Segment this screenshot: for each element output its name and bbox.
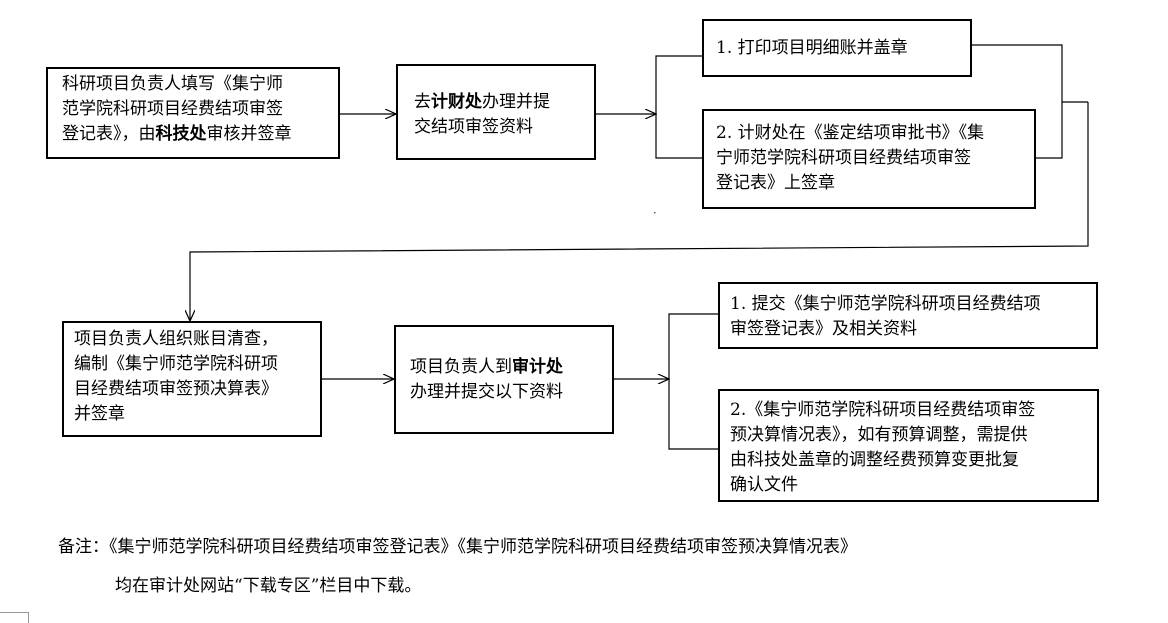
connector-down-to-step3	[190, 102, 1089, 321]
step2-dept-finance: 计财处	[431, 92, 482, 112]
step3-line1: 项目负责人组织账目清查，	[74, 329, 278, 349]
step3-line4: 并签章	[74, 404, 125, 424]
step2-line2: 交结项审签资料	[414, 117, 533, 137]
page-corner-mark	[0, 612, 28, 613]
step2-output-1-text: 1. 打印项目明细账并盖章	[716, 38, 908, 58]
step1-line1: 科研项目负责人填写《集宁师	[62, 74, 283, 94]
step4-output-1-line1: 1. 提交《集宁师范学院科研项目经费结项	[730, 294, 1041, 314]
bracket-step2-outputs	[655, 55, 702, 159]
step4-output-2-line1: 2.《集宁师范学院科研项目经费结项审签	[730, 400, 1036, 420]
bracket-step4-outputs	[668, 313, 718, 450]
step4-output-1-line2: 审签登记表》及相关资料	[730, 319, 917, 339]
step4-output-1-box: 1. 提交《集宁师范学院科研项目经费结项 审签登记表》及相关资料	[718, 282, 1098, 349]
step2-output-2-box: 2. 计财处在《鉴定结项审批书》《集 宁师范学院科研项目经费结项审签 登记表》上…	[702, 109, 1036, 209]
step2-output-1-box: 1. 打印项目明细账并盖章	[702, 19, 972, 77]
step1-box: 科研项目负责人填写《集宁师 范学院科研项目经费结项审签 登记表》，由科技处审核并…	[46, 67, 340, 159]
step4-box: 项目负责人到审计处 办理并提交以下资料	[394, 325, 614, 434]
step3-box: 项目负责人组织账目清查， 编制《集宁师范学院科研项 目经费结项审签预决算表》 并…	[62, 321, 322, 437]
step4-output-2-line4: 确认文件	[730, 475, 798, 495]
step4-output-2-line3: 由科技处盖章的调整经费预算变更批复	[730, 450, 1019, 470]
step2-output-2-line2: 宁师范学院科研项目经费结项审签	[716, 148, 971, 168]
note-line1: 备注：《集宁师范学院科研项目经费结项审签登记表》《集宁师范学院科研项目经费结项审…	[58, 537, 857, 557]
step4-line1: 项目负责人到审计处	[410, 357, 563, 377]
page-corner-mark-v	[28, 612, 29, 623]
note-line2: 均在审计处网站“下载专区”栏目中下载。	[115, 576, 422, 596]
stray-dot	[654, 212, 656, 214]
step3-line3: 目经费结项审签预决算表》	[74, 379, 278, 399]
step2-output-2-line1: 2. 计财处在《鉴定结项审批书》《集	[716, 123, 985, 143]
step1-dept-tech: 科技处	[155, 124, 207, 144]
step4-line2: 办理并提交以下资料	[410, 382, 563, 402]
step2-output-2-line3: 登记表》上签章	[716, 173, 835, 193]
step1-line2: 范学院科研项目经费结项审签	[62, 99, 283, 119]
step4-output-2-box: 2.《集宁师范学院科研项目经费结项审签 预决算情况表》，如有预算调整，需提供 由…	[718, 389, 1099, 502]
step2-line1: 去计财处办理并提	[414, 92, 550, 112]
step2-box: 去计财处办理并提 交结项审签资料	[396, 64, 596, 160]
step4-output-2-line2: 预决算情况表》，如有预算调整，需提供	[730, 425, 1028, 445]
step4-dept-audit: 审计处	[512, 357, 563, 377]
step3-line2: 编制《集宁师范学院科研项	[74, 354, 278, 374]
step1-line3: 登记表》，由科技处审核并签章	[62, 124, 292, 144]
